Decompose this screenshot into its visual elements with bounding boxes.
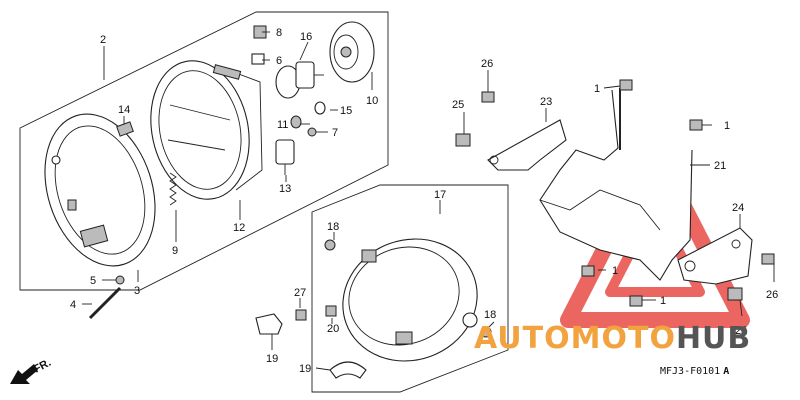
stay-frame	[539, 88, 693, 281]
label-p19-a: 19	[266, 353, 278, 365]
label-p10: 10	[366, 95, 378, 107]
position-bulb	[314, 101, 326, 115]
label-p12: 12	[233, 222, 245, 234]
label-p18-top: 18	[327, 221, 339, 233]
label-p1-top: 1	[594, 83, 600, 95]
watermark-part2: HUB	[676, 321, 751, 356]
label-p1-right: 1	[724, 120, 730, 132]
label-p25-right: 25	[735, 325, 747, 337]
front-arrow-icon	[10, 364, 38, 384]
front-direction-indicator: FR.	[10, 357, 53, 384]
bracket-23	[487, 119, 567, 171]
dust-cover	[329, 21, 375, 83]
bolt-1-right	[689, 119, 703, 131]
rim-clip	[116, 121, 134, 137]
label-p5: 5	[90, 275, 96, 287]
headlight-unit	[150, 60, 263, 200]
label-p17: 17	[434, 189, 446, 201]
label-p9: 9	[172, 245, 178, 257]
label-p7: 7	[332, 127, 338, 139]
label-p6: 6	[276, 55, 282, 67]
rim-nut	[115, 275, 125, 285]
bolt-1-top	[619, 79, 633, 91]
grommet-6	[251, 53, 265, 65]
screw-7	[307, 127, 317, 137]
wire-clip-19b	[329, 361, 367, 379]
label-p23: 23	[540, 96, 552, 108]
label-p26-left: 26	[481, 58, 493, 70]
headlight-rim	[44, 113, 156, 267]
rim-screw	[88, 286, 122, 320]
bolt-25-left	[455, 133, 471, 147]
label-p26-right: 26	[766, 289, 778, 301]
label-p16: 16	[300, 31, 312, 43]
nut-20	[325, 305, 337, 317]
watermark-text: AUTOMOTOHUB	[474, 321, 751, 356]
label-p1-low-b: 1	[660, 295, 666, 307]
bolt-26-right	[761, 253, 775, 265]
label-p19-b: 19	[299, 363, 311, 375]
collar-18b	[480, 326, 492, 338]
front-label: FR.	[32, 357, 53, 376]
headlight-bulb	[275, 61, 324, 99]
socket-wire-13	[275, 139, 295, 175]
label-p1-low-a: 1	[612, 265, 618, 277]
label-p25-left: 25	[452, 99, 464, 111]
collar-18a	[324, 239, 336, 251]
group-border-left	[19, 11, 389, 291]
position-socket-11	[290, 115, 302, 129]
adjust-spring	[169, 172, 177, 206]
label-p8: 8	[276, 27, 282, 39]
leader-lines	[82, 31, 775, 371]
label-p14: 14	[118, 104, 130, 116]
label-p11: 11	[277, 119, 288, 131]
label-p27: 27	[294, 287, 306, 299]
label-p18-bottom: 18	[484, 309, 496, 321]
group-border-middle	[311, 184, 509, 393]
bolt-1-low-b	[629, 295, 643, 307]
bolt-26-left	[481, 91, 495, 103]
part-labels: 2 8 6 16 10 14 15 11 7 13 12 9 5 3 4 17 …	[70, 27, 778, 375]
label-p4: 4	[70, 299, 76, 311]
headlight-case	[342, 238, 478, 362]
label-p3: 3	[134, 285, 140, 297]
watermark-part1: AUTOMOTO	[474, 321, 676, 356]
label-p15: 15	[340, 105, 352, 117]
label-p2: 2	[100, 34, 106, 46]
wire-clip-19a	[255, 313, 283, 335]
label-p20: 20	[327, 323, 339, 335]
label-p13: 13	[279, 183, 291, 195]
bolt-1-low-a	[581, 265, 595, 277]
bolt-25-right	[727, 287, 743, 301]
label-p24: 24	[732, 202, 744, 214]
label-p21: 21	[714, 160, 726, 172]
screw-27	[295, 309, 307, 321]
